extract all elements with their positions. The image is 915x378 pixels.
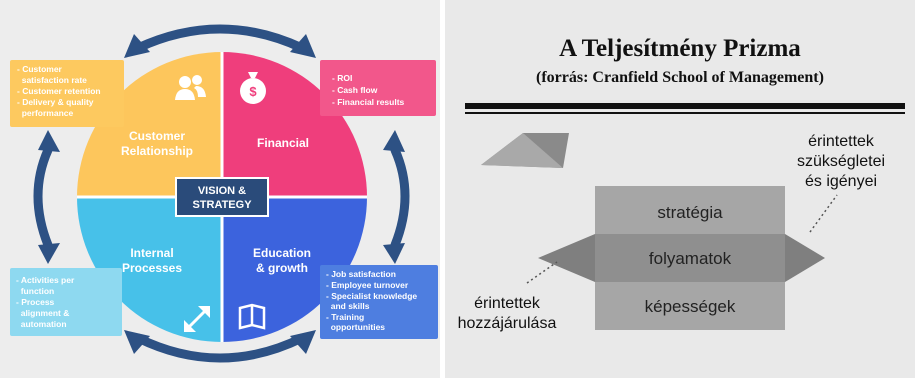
customer-label-2: Relationship [121, 144, 193, 158]
book-icon [238, 303, 266, 330]
left-label-1: érintettek [474, 295, 541, 312]
right-pointer [809, 194, 838, 233]
left-pointer [526, 261, 558, 284]
customer-label-1: Customer [129, 129, 185, 143]
right-arrow-head-top [383, 130, 405, 152]
bottom-arrow [133, 333, 307, 363]
financial-metric-3: - Financial results [332, 97, 405, 107]
education-metric-2: - Employee turnover [326, 280, 409, 290]
left-label-2: hozzájárulása [458, 315, 557, 332]
quadrant-customer [77, 52, 222, 197]
left-arrow-head-bottom [38, 243, 60, 264]
quadrant-internal [77, 197, 222, 342]
internal-metric-5: automation [16, 319, 67, 329]
svg-text:$: $ [249, 84, 257, 99]
internal-metric-2: function [16, 286, 54, 296]
title-rule-thick [465, 103, 905, 109]
right-arrow [390, 145, 410, 250]
customer-metric-3: - Customer retention [17, 86, 101, 96]
strategy-label: STRATEGY [192, 199, 252, 211]
internal-metric-3: - Process [16, 297, 55, 307]
bottom-arrow-head-right [290, 330, 316, 354]
cycle-arrows [33, 24, 410, 363]
layer-strategy [595, 186, 785, 234]
right-label-3: és igényei [805, 173, 877, 190]
internal-metric-4: alignment & [16, 308, 69, 318]
top-arrow-head-right [290, 34, 316, 58]
financial-label: Financial [257, 136, 309, 150]
expand-arrows-icon [184, 306, 210, 332]
education-metric-6: opportunities [326, 322, 385, 332]
balanced-scorecard-panel: Customer Relationship Financial Internal… [0, 0, 440, 378]
internal-metrics-box [10, 268, 122, 336]
right-arrow-head-bottom [383, 243, 405, 264]
performance-prism-diagram: A Teljesítmény Prizma (forrás: Cranfield… [458, 35, 905, 332]
customer-metric-5: performance [17, 108, 73, 118]
layer-processes [595, 234, 785, 282]
financial-metric-1: - ROI [332, 73, 352, 83]
top-arrow [133, 24, 307, 53]
customer-metrics-box [10, 60, 124, 127]
education-label-2: & growth [256, 261, 308, 275]
performance-prism-panel: A Teljesítmény Prizma (forrás: Cranfield… [445, 0, 915, 378]
top-arrow-head-left [124, 34, 150, 58]
prism-subtitle: (forrás: Cranfield School of Management) [536, 69, 824, 86]
title-rule-thin [465, 112, 905, 114]
bottom-arrow-head-left [124, 330, 150, 354]
internal-label-1: Internal [130, 246, 173, 260]
education-metric-5: - Training [326, 312, 364, 322]
education-metrics-box [320, 265, 438, 339]
small-prism-face [481, 133, 563, 168]
education-metric-4: and skills [326, 301, 370, 311]
right-label-2: szükségletei [797, 153, 885, 170]
financial-metric-2: - Cash flow [332, 85, 378, 95]
education-label-1: Education [253, 246, 311, 260]
prism-title: A Teljesítmény Prizma [559, 35, 801, 62]
left-arrow [33, 145, 53, 250]
layer-strategy-label: stratégia [657, 203, 723, 222]
customer-metric-1: - Customer [17, 64, 63, 74]
right-label-1: érintettek [808, 133, 875, 150]
vision-label: VISION & [198, 185, 246, 197]
layer-capabilities-label: képességek [645, 297, 736, 316]
vision-strategy-box [175, 177, 269, 217]
financial-metrics-box [320, 60, 436, 116]
right-wing [785, 234, 825, 282]
customer-metric-4: - Delivery & quality [17, 97, 94, 107]
layer-processes-label: folyamatok [649, 249, 732, 268]
money-bag-icon: $ [240, 72, 266, 104]
left-wing [538, 234, 595, 282]
people-icon [175, 75, 206, 100]
education-metric-1: - Job satisfaction [326, 269, 396, 279]
layer-capabilities [595, 282, 785, 330]
customer-metric-2: satisfaction rate [17, 75, 87, 85]
internal-label-2: Processes [122, 261, 182, 275]
internal-metric-1: - Activities per [16, 275, 75, 285]
balanced-scorecard-diagram: Customer Relationship Financial Internal… [10, 24, 438, 363]
left-arrow-head-top [38, 130, 60, 152]
education-metric-3: - Specialist knowledge [326, 291, 417, 301]
